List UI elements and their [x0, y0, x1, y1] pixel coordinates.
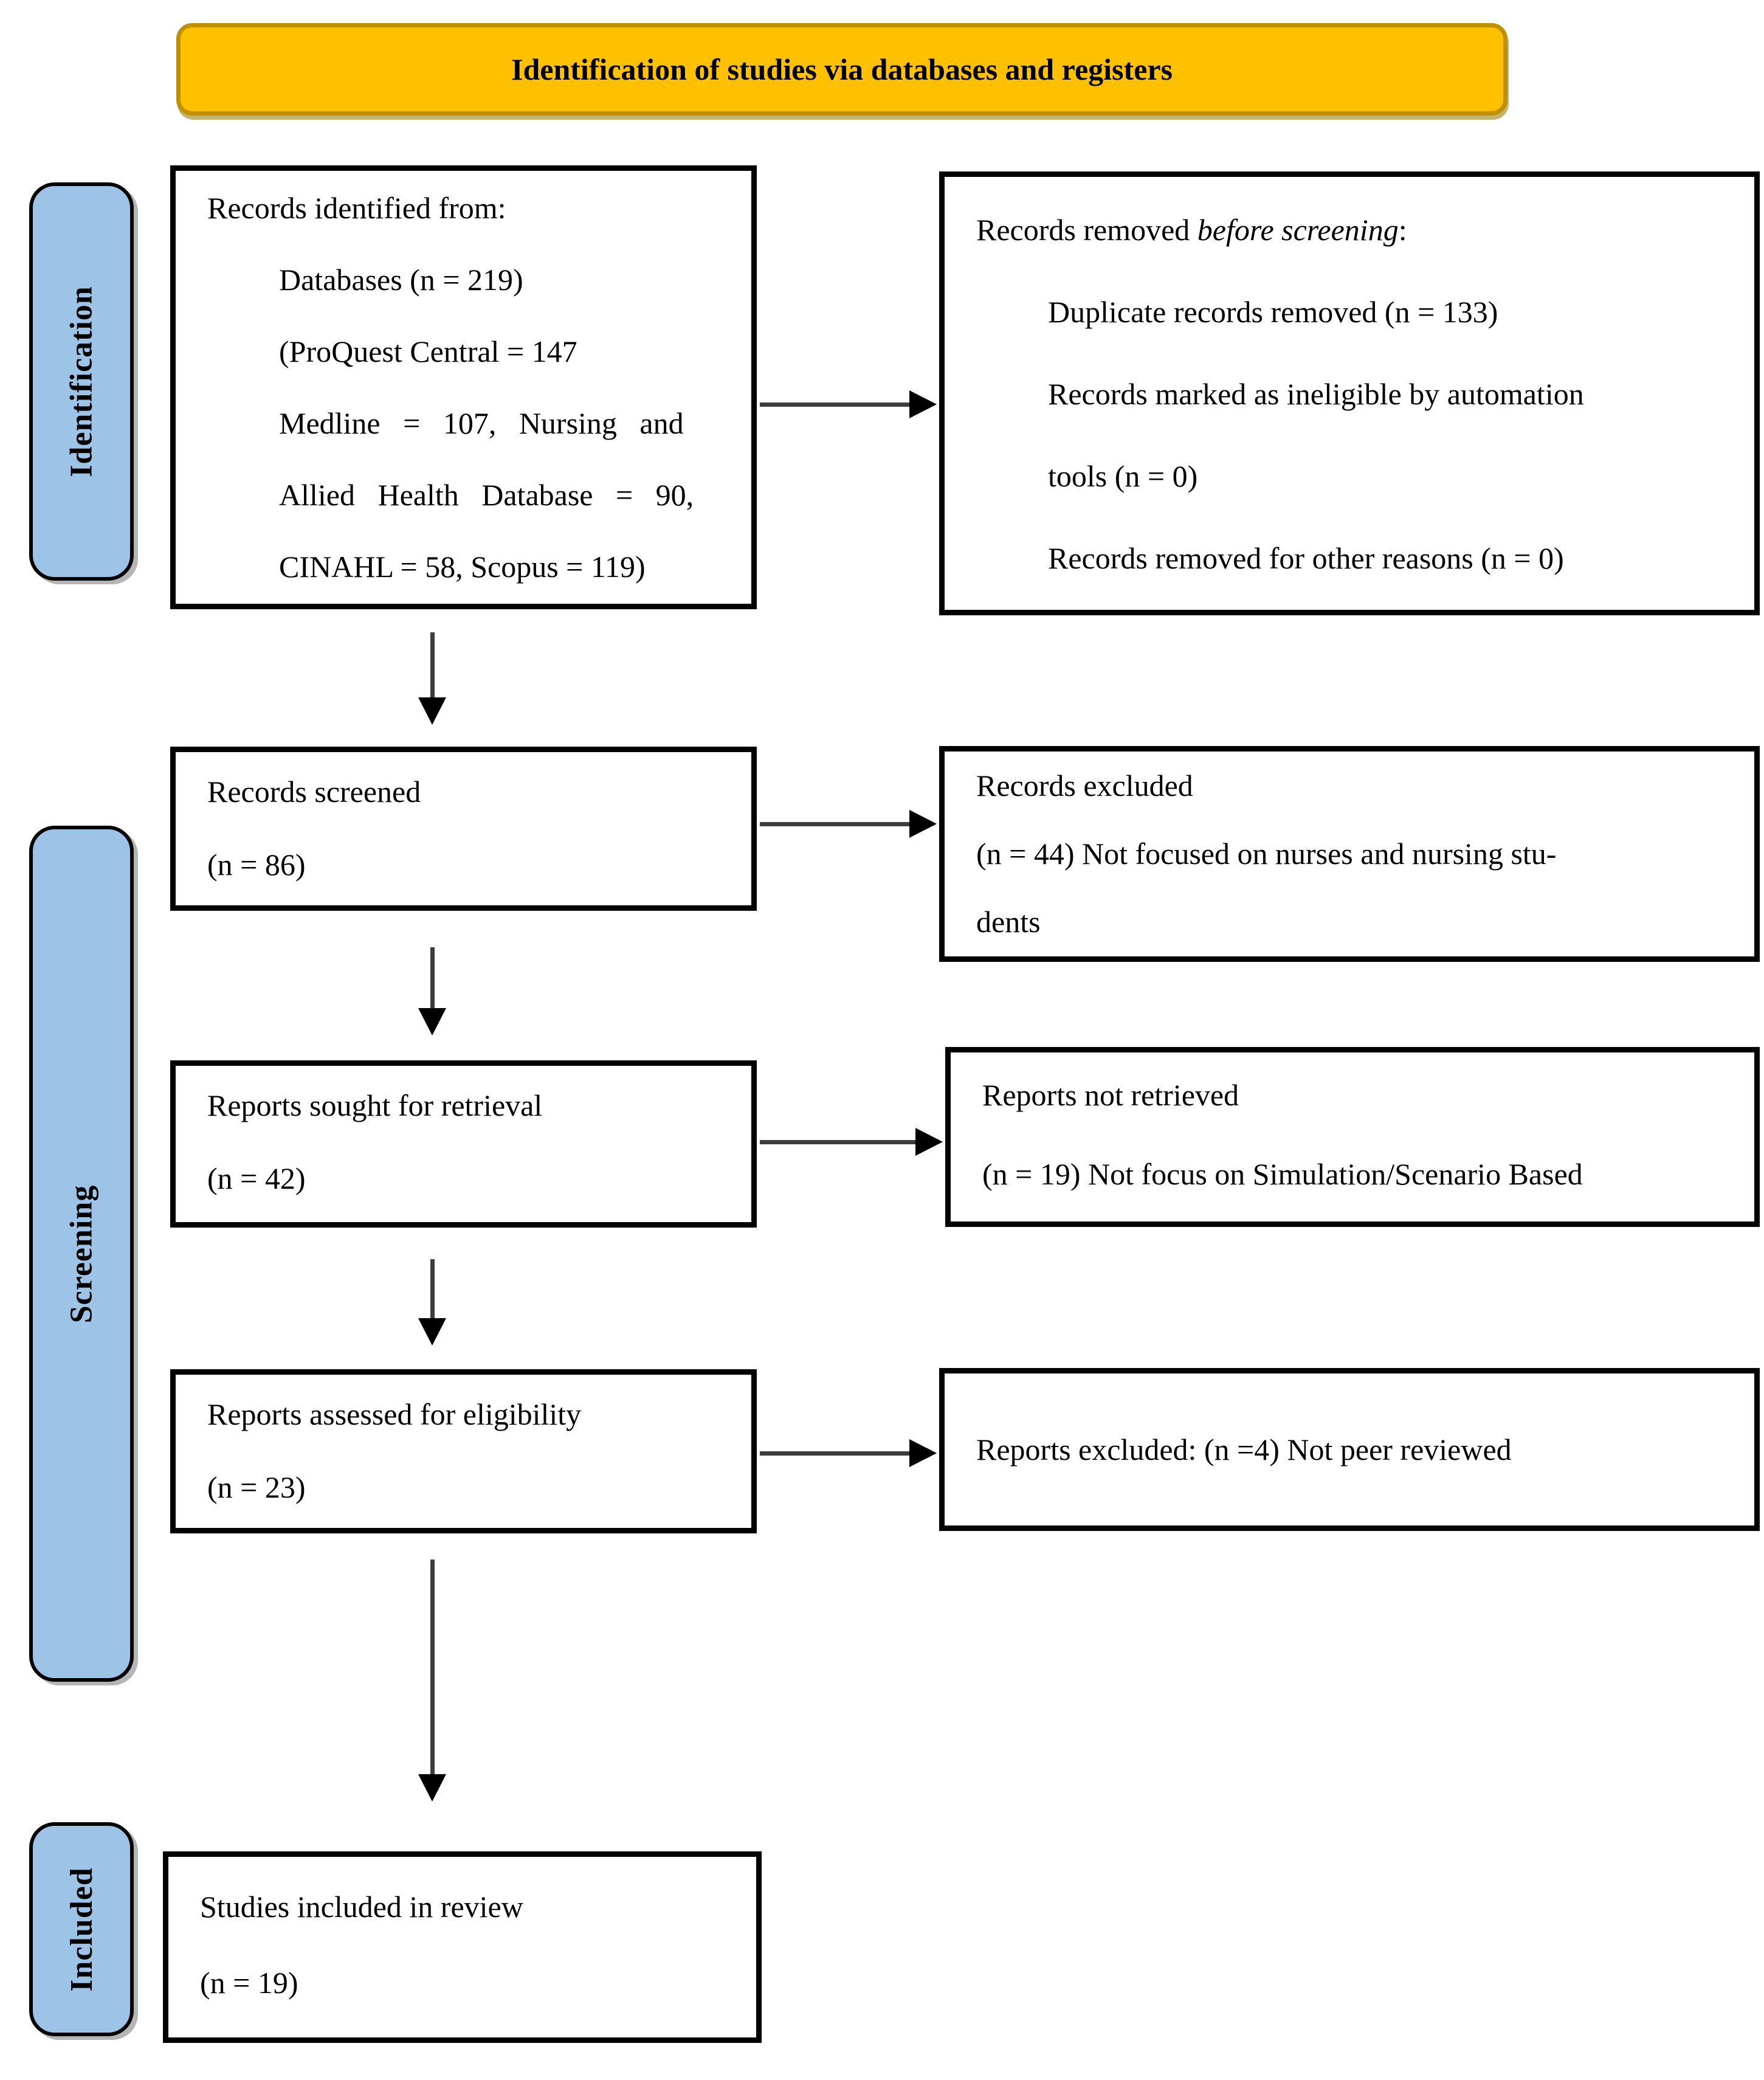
arrow-head-icon [418, 697, 446, 725]
box-studies-included: Studies included in review (n = 19) [163, 1851, 762, 2043]
box-records-screened: Records screened (n = 86) [170, 747, 757, 911]
arrow-head-icon [418, 1774, 446, 1802]
box-line: Records removed before screening: [976, 189, 1736, 271]
box-line: (n = 42) [207, 1161, 306, 1195]
box-line: Records identified from: [207, 191, 506, 225]
box-line: (n = 86) [207, 848, 306, 882]
arrow-head-icon [418, 1318, 446, 1346]
arrow-head-icon [909, 390, 937, 418]
diagram-title: Identification of studies via databases … [511, 52, 1173, 86]
box-line: Reports assessed for eligibility [207, 1397, 582, 1431]
box-line: CINAHL = 58, Scopus = 119) [279, 550, 646, 584]
box-reports-not-retrieved: Reports not retrieved (n = 19) Not focus… [945, 1047, 1760, 1227]
box-line: (ProQuest Central = 147 [279, 334, 577, 368]
box-line: Records screened [207, 775, 421, 809]
box-line: (n = 19) Not focus on Simulation/Scenari… [982, 1157, 1583, 1191]
box-line: Databases (n = 219) [279, 263, 523, 297]
stage-label-identification: Identification [64, 286, 99, 477]
box-reports-excluded: Reports excluded: (n =4) Not peer review… [939, 1368, 1760, 1531]
box-line: Studies included in review [200, 1890, 523, 1924]
box-line: Records removed for other reasons (n = 0… [1048, 541, 1564, 575]
title-banner: Identification of studies via databases … [176, 23, 1507, 116]
arrow-shaft [430, 947, 435, 1009]
box-line: dents [976, 905, 1041, 939]
box-records-removed: Records removed before screening: Duplic… [939, 171, 1760, 615]
arrow-head-icon [915, 1128, 943, 1156]
box-reports-sought: Reports sought for retrieval (n = 42) [170, 1060, 757, 1228]
box-line: tools (n = 0) [1048, 459, 1198, 493]
box-reports-assessed: Reports assessed for eligibility (n = 23… [170, 1369, 757, 1533]
box-line: (n = 23) [207, 1470, 306, 1504]
box-line-part: : [1398, 213, 1407, 247]
arrow-shaft [760, 403, 911, 407]
box-records-excluded: Records excluded (n = 44) Not focused on… [939, 746, 1760, 962]
stage-label-included: Included [64, 1867, 99, 1992]
arrow-shaft [430, 1560, 435, 1775]
arrow-shaft [760, 1451, 911, 1456]
box-records-identified: Records identified from: Databases (n = … [170, 165, 757, 609]
box-line: Reports not retrieved [982, 1078, 1239, 1112]
arrow-head-icon [909, 1439, 937, 1467]
box-line: (n = 19) [200, 1966, 298, 2000]
arrow-shaft [430, 632, 435, 699]
stage-label-screening: Screening [64, 1184, 99, 1323]
box-line: Records marked as ineligible by automati… [1048, 377, 1584, 411]
box-line: (n = 44) Not focused on nurses and nursi… [976, 837, 1557, 871]
arrow-shaft [760, 1140, 917, 1144]
box-line: Allied Health Database = 90, [279, 478, 694, 512]
stage-bar-identification: Identification [29, 182, 134, 581]
box-line: Medline = 107, Nursing and [279, 406, 684, 440]
box-line: Reports excluded: (n =4) Not peer review… [976, 1432, 1512, 1467]
box-line: Reports sought for retrieval [207, 1088, 543, 1122]
arrow-head-icon [909, 810, 937, 838]
box-line-part: Records removed [976, 213, 1197, 247]
stage-bar-screening: Screening [29, 826, 134, 1682]
arrow-head-icon [418, 1008, 446, 1035]
stage-bar-included: Included [29, 1822, 134, 2036]
arrow-shaft [760, 822, 911, 826]
box-line: Duplicate records removed (n = 133) [1048, 295, 1498, 329]
box-line: Records excluded [976, 769, 1193, 803]
box-line-italic: before screening [1197, 213, 1399, 247]
arrow-shaft [430, 1259, 435, 1319]
